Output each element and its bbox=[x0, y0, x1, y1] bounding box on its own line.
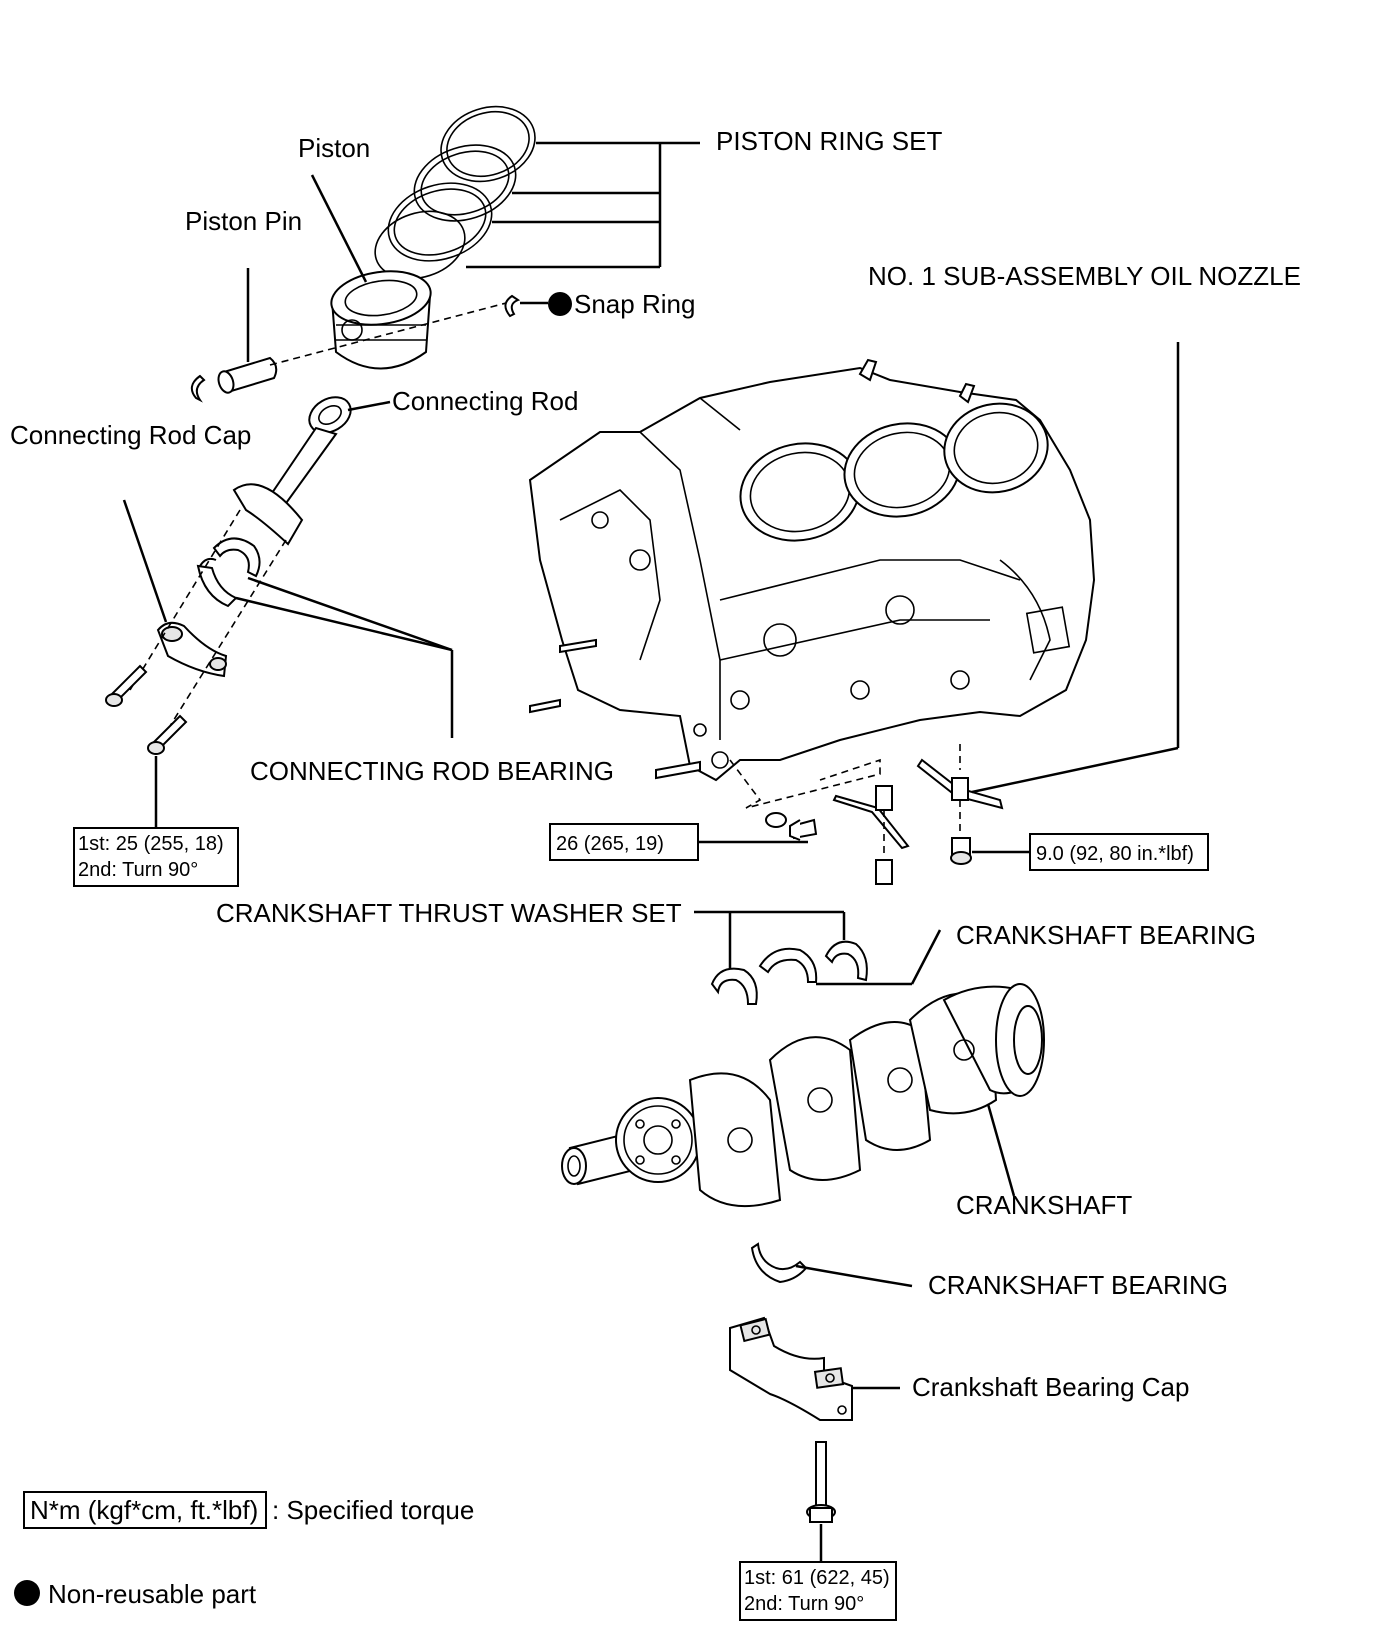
piston-pin bbox=[217, 356, 278, 394]
non-reusable-dot-icon bbox=[14, 1580, 40, 1606]
block-bolt-torque-box: 26 (265, 19) bbox=[549, 823, 699, 861]
non-reusable-dot-snap-ring bbox=[548, 292, 572, 316]
legend-non-reusable-text: Non-reusable part bbox=[48, 1579, 257, 1609]
rod-cap-torque-box: 1st: 25 (255, 18) 2nd: Turn 90° bbox=[73, 827, 239, 887]
piston-label: Piston bbox=[298, 133, 370, 163]
cylinder-block bbox=[528, 358, 1096, 782]
block-bolt-torque-text: 26 (265, 19) bbox=[556, 833, 664, 855]
bearing-cap-torque-box: 1st: 61 (622, 45) 2nd: Turn 90° bbox=[739, 1561, 897, 1621]
connecting-rod bbox=[232, 396, 352, 546]
connecting-rod-bearing-lower bbox=[196, 557, 238, 608]
rod-cap-torque-line1: 1st: 25 (255, 18) bbox=[78, 833, 224, 855]
crankshaft-bearing-upper-leader bbox=[816, 929, 942, 986]
piston-ring-set bbox=[374, 105, 536, 280]
legend-non-reusable: Non-reusable part bbox=[14, 1579, 257, 1609]
snap-ring-label: Snap Ring bbox=[574, 289, 695, 319]
connecting-rod-bearing-leader bbox=[235, 576, 454, 738]
connecting-rod-cap-leader bbox=[122, 499, 168, 623]
crankshaft-bearing-cap bbox=[729, 1316, 853, 1421]
rod-cap-assembly-line-2 bbox=[169, 539, 287, 727]
legend-torque: N*m (kgf*cm, ft.*lbf) : Specified torque bbox=[23, 1491, 474, 1529]
crankshaft-bearing-upper-label: CRANKSHAFT BEARING bbox=[956, 920, 1256, 950]
oil-nozzle-torque-text: 9.0 (92, 80 in.*lbf) bbox=[1036, 843, 1194, 865]
crankshaft-bearing-lower-leader bbox=[795, 1264, 913, 1288]
connecting-rod-bearing-label: CONNECTING ROD BEARING bbox=[250, 756, 614, 786]
connecting-rod-label: Connecting Rod bbox=[392, 386, 578, 416]
connecting-rod-leader bbox=[347, 400, 391, 412]
piston-ring-set-leader bbox=[466, 141, 700, 269]
thrust-washer-leader bbox=[694, 910, 846, 968]
snap-ring-part bbox=[504, 294, 521, 318]
legend-torque-unit: N*m (kgf*cm, ft.*lbf) bbox=[30, 1495, 258, 1525]
connecting-rod-cap-label: Connecting Rod Cap bbox=[10, 420, 251, 450]
connecting-rod-cap bbox=[156, 621, 228, 678]
oil-nozzle-leader bbox=[971, 342, 1180, 794]
pin-axis-line bbox=[269, 301, 511, 366]
bearing-cap-label: Crankshaft Bearing Cap bbox=[912, 1372, 1189, 1402]
crankshaft-leader bbox=[986, 1103, 1016, 1197]
block-bolt-washer bbox=[765, 812, 787, 828]
oil-nozzle-bolt bbox=[950, 837, 972, 865]
crankshaft bbox=[561, 983, 1045, 1208]
oil-nozzle-torque-box: 9.0 (92, 80 in.*lbf) bbox=[1029, 833, 1209, 871]
crankshaft-bearing-upper-shells bbox=[710, 940, 868, 1005]
oil-nozzle-right bbox=[916, 744, 1004, 836]
rod-cap-bolt-1 bbox=[105, 664, 148, 707]
rod-cap-torque-line2: 2nd: Turn 90° bbox=[78, 859, 198, 881]
crankshaft-bearing-lower-shell bbox=[750, 1242, 808, 1284]
piston-ring-set-label: PISTON RING SET bbox=[716, 126, 942, 156]
bearing-cap-torque-line1: 1st: 61 (622, 45) bbox=[744, 1567, 890, 1589]
crankshaft-bearing-lower-label: CRANKSHAFT BEARING bbox=[928, 1270, 1228, 1300]
thrust-washer-label: CRANKSHAFT THRUST WASHER SET bbox=[216, 898, 682, 928]
piston-pin-label: Piston Pin bbox=[185, 206, 302, 236]
bearing-cap-bolt bbox=[806, 1441, 836, 1523]
piston bbox=[330, 270, 432, 370]
pin-snap-ring-left bbox=[190, 374, 206, 403]
connecting-rod-bearing-upper bbox=[212, 537, 261, 578]
legend-torque-desc: : Specified torque bbox=[272, 1495, 474, 1525]
rod-cap-bolt-2 bbox=[147, 714, 188, 755]
oil-nozzle-center bbox=[832, 785, 910, 885]
crankshaft-label: CRANKSHAFT bbox=[956, 1190, 1132, 1220]
block-bolt bbox=[789, 818, 818, 841]
block-bolt-assembly-line bbox=[729, 758, 881, 809]
piston-leader bbox=[310, 174, 368, 283]
oil-nozzle-label: NO. 1 SUB-ASSEMBLY OIL NOZZLE bbox=[868, 261, 1301, 291]
bearing-cap-torque-line2: 2nd: Turn 90° bbox=[744, 1593, 864, 1615]
